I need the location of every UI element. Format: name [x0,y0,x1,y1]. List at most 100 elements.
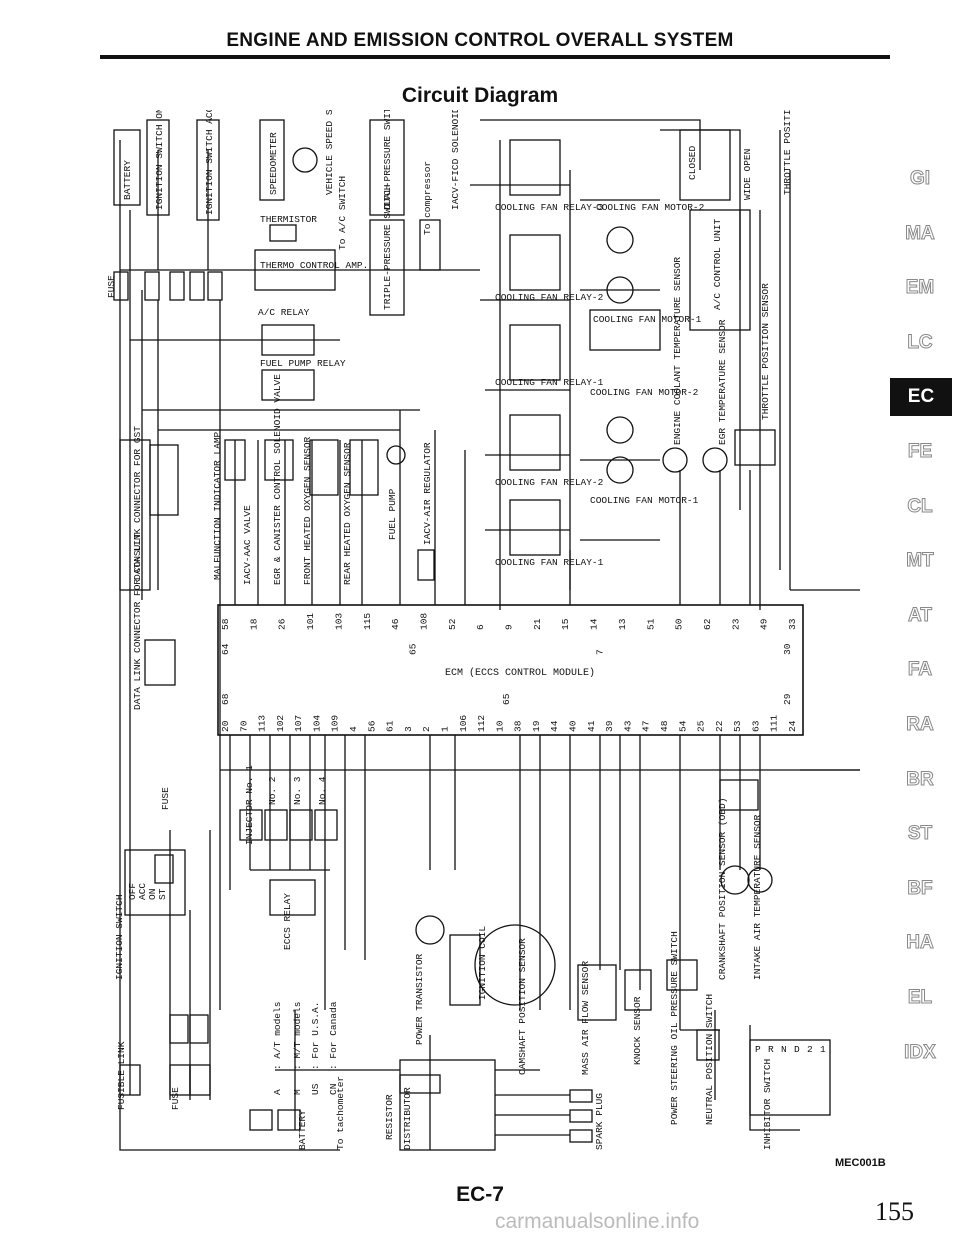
ecm-pin: 107 [293,715,304,732]
label-fan-relay-2-m: COOLING FAN RELAY-2 [495,477,604,488]
ecm-pin: 115 [362,613,373,630]
ecm-pin: 62 [702,618,713,630]
label-iat: INTAKE AIR TEMPERATURE SENSOR [752,814,763,980]
figure-ref-code: MEC001B [835,1157,886,1169]
ecm-pin: 65 [501,693,512,705]
tab-mt[interactable]: MT [906,550,934,572]
ecm-pin: 20 [220,720,231,732]
label-fan-relay-1-a: COOLING FAN RELAY-1 [495,377,604,388]
ecm-pin: 103 [333,613,344,630]
inhibitor-pos-1: 1 [820,1044,826,1055]
label-injector-3: No. 3 [292,776,303,805]
tab-lc[interactable]: LC [907,331,933,353]
inhibitor-pos-2: 2 [807,1044,813,1055]
label-fuse-bottom: FUSE [170,1087,181,1110]
tab-bf[interactable]: BF [907,877,933,899]
label-dual-pressure: DUAL-PRESSURE SWITCH [382,110,393,210]
ecm-pin: 50 [674,618,685,630]
label-triple-pressure: TRIPLE-PRESSURE SWITCH [382,185,393,310]
tab-cl[interactable]: CL [907,495,933,517]
label-inhibitor: INHIBITOR SWITCH [762,1059,773,1150]
tab-fa[interactable]: FA [907,659,933,681]
tab-idx[interactable]: IDX [904,1041,937,1063]
ecm-pin: 56 [366,720,377,732]
ecm-pin: 102 [275,715,286,732]
inhibitor-pos-r: R [768,1044,774,1055]
label-battery-bottom: BATTERY [297,1110,308,1150]
ecm-pin: 6 [475,624,486,630]
circuit-diagram: BATTERY IGNITION SWITCH ON or START IGNI… [106,110,860,1151]
label-neutral: NEUTRAL POSITION SWITCH [704,994,715,1125]
label-fan-motor-2-m: COOLING FAN MOTOR-2 [590,387,699,398]
ecm-label: ECM (ECCS CONTROL MODULE) [445,667,595,679]
ecm-pin: 39 [604,720,615,732]
label-fan-motor-2-a: COOLING FAN MOTOR-2 [596,202,705,213]
label-fan-motor-1-a: COOLING FAN MOTOR-1 [593,314,702,325]
label-ign-acc: ACC [137,883,148,900]
ecm-pin: 4 [348,726,359,732]
label-battery: BATTERY [122,160,133,200]
label-dlc-gst: DATA LINK CONNECTOR FOR GST [132,426,143,580]
label-ac-relay: A/C RELAY [258,307,310,318]
legend-sym-a: A [272,1089,283,1095]
label-resistor: RESISTOR [384,1094,395,1140]
label-fuel-pump-relay: FUEL PUMP RELAY [260,358,346,369]
tab-em[interactable]: EM [905,277,935,299]
label-power-transistor: POWER TRANSISTOR [414,953,425,1045]
label-spark-plug: SPARK PLUG [594,1093,605,1150]
ecm-pin: 44 [549,720,560,732]
label-front-ho2s: FRONT HEATED OXYGEN SENSOR [302,436,313,585]
tab-el[interactable]: EL [907,987,933,1009]
tab-ra[interactable]: RA [906,714,934,736]
label-injector-1: INJECTOR No. 1 [244,765,255,845]
label-ect-sensor: ENGINE COOLANT TEMPERATURE SENSOR [672,257,683,445]
ecm-pin: 111 [769,715,780,732]
tab-ma[interactable]: MA [905,222,936,244]
tab-gi[interactable]: GI [909,168,931,190]
label-fuse-mid: FUSE [160,787,171,810]
ecm-pin: 52 [447,618,458,630]
ecm-pin: 51 [645,618,656,630]
label-egr-temp: EGR TEMPERATURE SENSOR [717,319,728,445]
ecm-pin: 64 [220,643,231,655]
ecm-pin: 30 [782,643,793,655]
page-number: 155 [875,1197,914,1226]
label-iacv-aac: IACV-AAC VALVE [242,505,253,585]
ecm-pin: 68 [220,693,231,705]
ecm-pin: 9 [504,624,515,630]
ecm-pin: 61 [385,720,396,732]
ecm-pin: 15 [560,618,571,630]
ecm-pin: 43 [622,720,633,732]
legend-sym-m: M [292,1089,303,1095]
tab-at[interactable]: AT [908,604,933,626]
tab-ha[interactable]: HA [906,932,934,954]
label-fan-relay-2-a: COOLING FAN RELAY-2 [495,292,604,303]
ecm-pin: 53 [732,720,743,732]
ecm-pin: 26 [277,618,288,630]
tab-br[interactable]: BR [906,768,934,790]
label-ign-on: ON [147,889,158,900]
ecm-pin: 106 [458,715,469,732]
ecm-pin: 70 [238,720,249,732]
label-distributor: DISTRIBUTOR [402,1087,413,1150]
label-dlc-consult: DATA LINK CONNECTOR FOR CONSULT [132,533,143,710]
ecm-pin: 13 [617,618,628,630]
ecm-pin: 19 [531,720,542,732]
tab-st[interactable]: ST [907,823,933,845]
ecm-pin: 63 [750,720,761,732]
ecm-pin: 65 [407,643,418,655]
ecm-pin: 3 [403,726,414,732]
label-ign-off: OFF [127,883,138,900]
ecm-pin: 14 [589,618,600,630]
ecm-pin: 21 [532,618,543,630]
ecm-pin: 2 [421,726,432,732]
label-iacv-air: IACV-AIR REGULATOR [422,442,433,545]
ecm-pin: 101 [305,613,316,630]
label-ign-switch: IGNITION SWITCH [114,894,125,980]
tab-fe[interactable]: FE [907,441,933,463]
title-rule [100,55,890,59]
tab-ec[interactable]: EC [890,378,952,417]
label-vss: VEHICLE SPEED SENSOR [324,110,335,195]
